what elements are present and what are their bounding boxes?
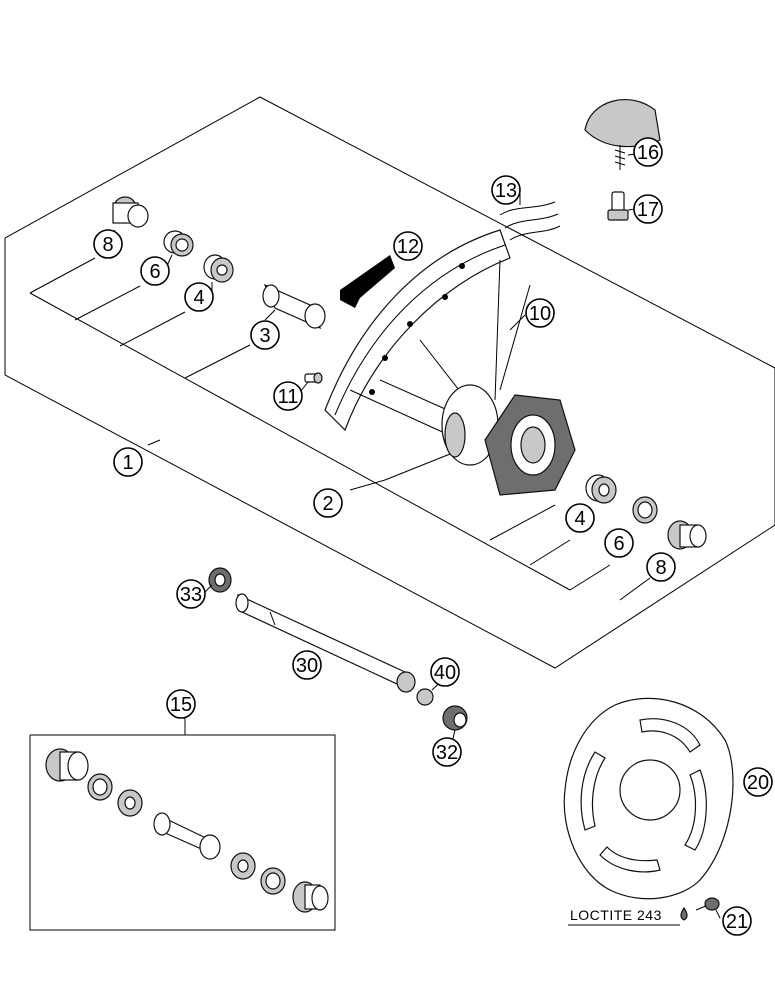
spacer-part-8-top (112, 196, 149, 228)
loctite-note: LOCTITE 243 (570, 907, 662, 923)
svg-text:20: 20 (747, 772, 769, 794)
svg-text:4: 4 (574, 508, 585, 530)
svg-text:6: 6 (613, 533, 624, 555)
svg-text:15: 15 (170, 694, 192, 716)
callout-21: 21 (722, 906, 752, 936)
assembly-frame (4, 96, 775, 669)
callout-6-top: 6 (140, 256, 170, 286)
bearing-part-4-top (203, 254, 234, 283)
callout-30: 30 (292, 650, 322, 680)
sleeve-part-3 (262, 283, 326, 330)
rim-part-2 (324, 229, 511, 432)
svg-text:13: 13 (495, 180, 517, 202)
seal-part-6-bottom (632, 496, 658, 524)
hub (441, 384, 576, 496)
nut-part-33 (208, 567, 232, 593)
bolt-part-32 (442, 705, 468, 731)
callout-1: 1 (113, 447, 143, 477)
svg-text:2: 2 (322, 493, 333, 515)
loctite-drop-icon (680, 906, 688, 921)
svg-text:33: 33 (180, 584, 202, 606)
callout-3: 3 (250, 320, 280, 350)
nut-part-17 (607, 191, 629, 221)
callout-17: 17 (633, 194, 663, 224)
callout-4-top: 4 (184, 282, 214, 312)
svg-text:11: 11 (278, 386, 299, 408)
svg-text:4: 4 (193, 287, 204, 309)
callout-2: 2 (313, 488, 343, 518)
callout-6-bottom: 6 (604, 528, 634, 558)
svg-text:32: 32 (436, 742, 458, 764)
spacer-part-8-bottom (667, 520, 707, 550)
svg-text:21: 21 (726, 911, 748, 933)
callout-11: 11 (273, 381, 303, 411)
callout-13: 13 (491, 175, 521, 205)
svg-text:10: 10 (529, 303, 551, 325)
callout-12: 12 (393, 231, 423, 261)
svg-text:1: 1 (122, 452, 133, 474)
callout-40: 40 (430, 657, 460, 687)
rim-tape-part-13 (499, 201, 561, 241)
seal-part-6-top (163, 230, 194, 257)
svg-text:40: 40 (434, 662, 456, 684)
valve-part-11 (304, 372, 323, 384)
svg-text:16: 16 (637, 142, 659, 164)
svg-text:8: 8 (102, 234, 113, 256)
callout-20: 20 (743, 767, 773, 797)
callout-32: 32 (432, 737, 462, 767)
svg-text:30: 30 (296, 655, 318, 677)
callout-8-bottom: 8 (646, 552, 676, 582)
callout-10: 10 (525, 298, 555, 328)
bearing-part-4-bottom (585, 474, 617, 504)
callout-4-bottom: 4 (565, 503, 595, 533)
screw-part-21 (695, 897, 720, 911)
callout-15: 15 (166, 689, 196, 719)
svg-text:17: 17 (637, 199, 659, 221)
callout-33: 33 (176, 579, 206, 609)
svg-text:3: 3 (259, 325, 270, 347)
svg-text:8: 8 (655, 557, 666, 579)
callout-8-top: 8 (93, 229, 123, 259)
svg-text:6: 6 (149, 261, 160, 283)
pad-part-16 (584, 99, 661, 170)
kit-frame (29, 734, 336, 931)
axle-part-30 (235, 593, 416, 693)
washer-part-40 (416, 688, 434, 706)
kit-parts (45, 748, 329, 913)
frame-lines (29, 257, 651, 601)
callout-16: 16 (633, 137, 663, 167)
direction-arrow-icon (340, 255, 395, 308)
svg-text:12: 12 (397, 236, 419, 258)
brake-disc-part-20 (563, 697, 734, 900)
